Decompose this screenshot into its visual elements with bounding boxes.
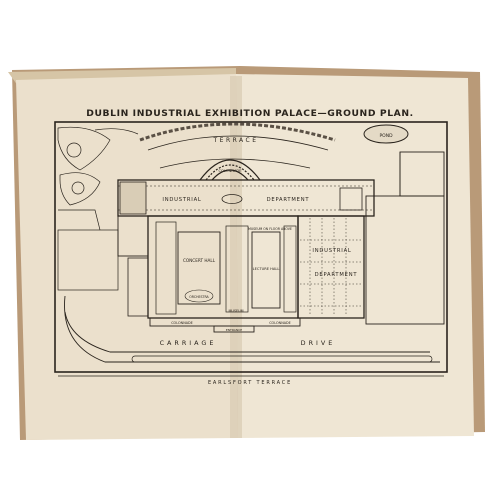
map-border [54,121,448,373]
right-grounds [365,151,445,325]
label-department-east: DEPARTMENT [315,272,358,278]
label-concert-hall: CONCERT HALL [183,258,216,263]
label-department: DEPARTMENT [267,197,310,203]
left-page [16,74,238,440]
label-carriage: CARRIAGE [160,339,217,347]
label-colonnade-top: COLONNADE [219,169,243,173]
label-lecture-hall: LECTURE HALL [253,267,280,271]
label-colonnade-right: COLONNADE [269,321,291,325]
label-industrial-east: INDUSTRIAL [312,248,351,254]
label-earlsfort-terrace: EARLSFORT TERRACE [208,380,292,386]
colonnade-semicircle [199,159,261,181]
terrace [139,122,336,169]
label-industrial: INDUSTRIAL [162,197,201,203]
plan-labels: TERRACE POND COLONNADE INDUSTRIAL DEPART… [160,133,394,386]
west-court [119,181,147,215]
label-orchestra: ORCHESTRA [189,295,209,299]
label-museum: MUSEUM [228,309,243,313]
main-building [117,179,375,333]
page-gutter [230,76,242,438]
map-title: DUBLIN INDUSTRIAL EXHIBITION PALACE—GROU… [86,108,414,119]
label-terrace: TERRACE [212,137,258,144]
entrance-block [213,325,255,333]
lecture-hall-room [251,231,281,309]
label-colonnade-left: COLONNADE [171,321,193,325]
gardens-left [57,126,139,291]
carriage-drive [64,295,440,363]
ground-plan [54,121,448,377]
label-pond: POND [379,133,393,139]
label-museum-above: MUSEUM ON FLOOR ABOVE [248,227,292,231]
label-drive: DRIVE [301,339,336,347]
central-fountain [221,194,243,204]
pond-shape [363,124,409,144]
label-entrance: ENTRANCE [226,328,242,332]
east-pavilion [339,187,363,211]
concert-hall-room [177,231,221,305]
